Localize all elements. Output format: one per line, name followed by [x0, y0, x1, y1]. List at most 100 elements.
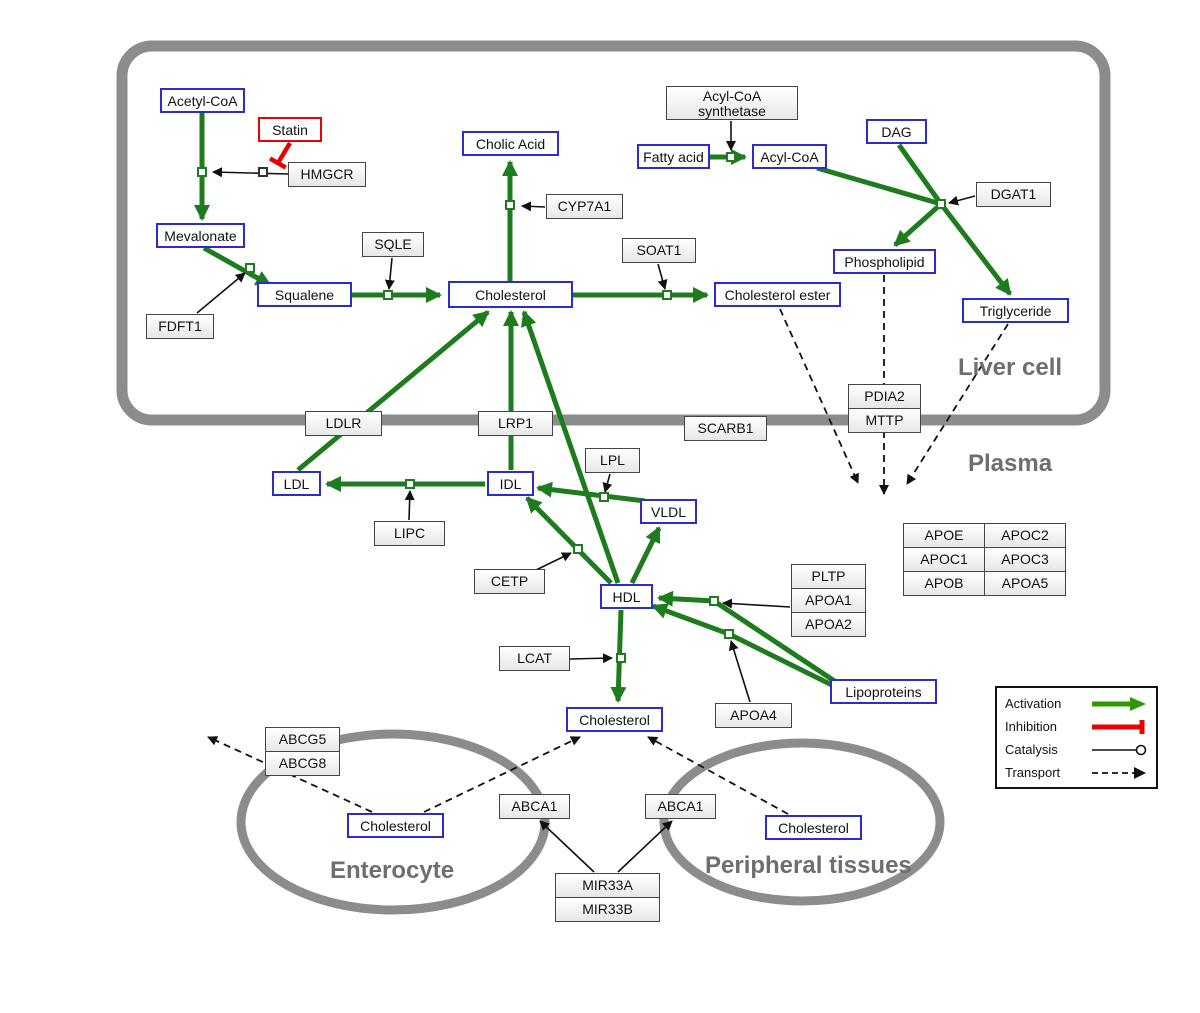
- node-abcg8[interactable]: ABCG8: [265, 751, 340, 776]
- legend-row-activation: Activation: [1005, 692, 1148, 715]
- catalysis-cetp: [533, 552, 572, 572]
- catalysis-apoa4: [728, 640, 751, 703]
- edge-acylcoa-dgat1: [816, 165, 942, 207]
- peripheral-tissues-label: Peripheral tissues: [705, 852, 912, 879]
- transport-peripheral-cholesterol-to-hdl: [647, 736, 789, 815]
- catalysis-circle-icon: [1092, 744, 1147, 755]
- enterocyte-label: Enterocyte: [330, 857, 455, 884]
- edge-hdl-scarb1-cholesterol: [521, 310, 621, 584]
- liver-cell-label: Liver cell: [958, 354, 1063, 381]
- node-mttp[interactable]: MTTP: [848, 408, 921, 433]
- catalysis-apoa-group: [722, 598, 791, 609]
- compartment-membranes: [116, 40, 1111, 915]
- edge-vldl-idl: [536, 481, 646, 504]
- edge-dgat1-triglyceride: [939, 202, 1012, 296]
- node-abcg5[interactable]: ABCG5: [265, 727, 340, 752]
- node-lpl[interactable]: LPL: [585, 448, 640, 473]
- legend-catalysis-label: Catalysis: [1005, 742, 1058, 757]
- legend-transport-label: Transport: [1005, 765, 1061, 780]
- node-apoa4[interactable]: APOA4: [715, 703, 792, 728]
- catalysis-dgat1: [948, 195, 976, 206]
- catalysis-soat1: [657, 263, 668, 290]
- apo-cell[interactable]: APOB: [903, 571, 985, 596]
- node-hdl[interactable]: HDL: [600, 584, 653, 609]
- node-pdia2[interactable]: PDIA2: [848, 384, 921, 409]
- node-acetyl-coa[interactable]: Acetyl-CoA: [160, 88, 245, 113]
- catalysis-lpl: [602, 473, 613, 493]
- plasma-label: Plasma: [968, 450, 1053, 477]
- node-triglyceride[interactable]: Triglyceride: [962, 298, 1069, 323]
- node-sqle[interactable]: SQLE: [362, 232, 424, 257]
- legend-row-inhibition: Inhibition: [1005, 715, 1148, 738]
- node-squalene[interactable]: Squalene: [257, 282, 352, 307]
- transport-enterocyte-cholesterol-to-hdl: [423, 736, 581, 813]
- node-cholesterol-liver[interactable]: Cholesterol: [448, 281, 573, 308]
- node-abca1-right[interactable]: ABCA1: [645, 794, 716, 819]
- node-cetp[interactable]: CETP: [474, 569, 545, 594]
- node-fatty-acid[interactable]: Fatty acid: [637, 144, 710, 169]
- node-phospholipid[interactable]: Phospholipid: [833, 249, 936, 274]
- node-mir33b[interactable]: MIR33B: [555, 897, 660, 922]
- node-dgat1[interactable]: DGAT1: [976, 182, 1051, 207]
- node-cholesterol-enterocyte[interactable]: Cholesterol: [347, 813, 444, 838]
- node-abca1-left[interactable]: ABCA1: [499, 794, 570, 819]
- node-ldl[interactable]: LDL: [272, 471, 321, 496]
- node-lipoproteins[interactable]: Lipoproteins: [830, 679, 937, 704]
- node-apoa2[interactable]: APOA2: [791, 612, 866, 637]
- apo-cell[interactable]: APOA5: [984, 571, 1066, 596]
- catalysis-sqle: [384, 257, 395, 290]
- node-apoa1[interactable]: APOA1: [791, 588, 866, 613]
- apo-cell[interactable]: APOC3: [984, 547, 1066, 572]
- node-lrp1[interactable]: LRP1: [478, 411, 553, 436]
- inhibition-edge-statin-hmgcr: [268, 141, 292, 170]
- reaction-nodes: [197, 152, 946, 663]
- node-cholesterol-ester[interactable]: Cholesterol ester: [714, 282, 841, 307]
- transport-triglyceride-to-plasma: [906, 323, 1009, 485]
- node-soat1[interactable]: SOAT1: [622, 238, 696, 263]
- legend-row-catalysis: Catalysis: [1005, 738, 1148, 761]
- node-mir33a[interactable]: MIR33A: [555, 873, 660, 898]
- catalysis-lcat: [569, 653, 613, 664]
- catalysis-fdft1: [196, 272, 246, 314]
- node-cholic-acid[interactable]: Cholic Acid: [462, 131, 559, 156]
- edge-mir33-abca1-left: [539, 820, 595, 873]
- node-cholesterol-peripheral[interactable]: Cholesterol: [765, 815, 862, 840]
- transport-dashed-arrow-icon: [1092, 766, 1146, 779]
- catalysis-edges: [196, 121, 976, 873]
- node-hmgcr[interactable]: HMGCR: [288, 162, 366, 187]
- apo-cell[interactable]: APOC1: [903, 547, 985, 572]
- node-idl[interactable]: IDL: [487, 471, 534, 496]
- catalysis-lipc: [404, 490, 415, 521]
- node-mevalonate[interactable]: Mevalonate: [156, 223, 245, 248]
- edge-mevalonate-squalene: [202, 245, 272, 288]
- edge-dgat1-phospholipid: [893, 202, 943, 247]
- inhibition-tbar-icon: [1092, 719, 1145, 734]
- node-cholesterol-plasma[interactable]: Cholesterol: [566, 707, 663, 732]
- node-statin[interactable]: Statin: [258, 117, 322, 142]
- node-vldl[interactable]: VLDL: [640, 499, 697, 524]
- liver-cell-membrane: [116, 40, 1111, 426]
- node-dag[interactable]: DAG: [866, 119, 927, 144]
- node-cyp7a1[interactable]: CYP7A1: [546, 194, 623, 219]
- legend-activation-label: Activation: [1005, 696, 1062, 711]
- edge-hdl-idl-cetp: [525, 496, 613, 585]
- legend: Activation Inhibition Catalysis Transpor…: [995, 686, 1158, 789]
- node-acyl-coa-synthetase[interactable]: Acyl-CoA synthetase: [666, 86, 798, 120]
- node-pltp[interactable]: PLTP: [791, 564, 866, 589]
- node-lipc[interactable]: LIPC: [374, 521, 445, 546]
- apo-cell[interactable]: APOC2: [984, 523, 1066, 548]
- transport-cholesterol-ester-to-plasma: [779, 308, 859, 484]
- legend-inhibition-label: Inhibition: [1005, 719, 1058, 734]
- node-acyl-coa[interactable]: Acyl-CoA: [752, 144, 827, 169]
- node-scarb1[interactable]: SCARB1: [684, 416, 767, 441]
- apo-cell[interactable]: APOE: [903, 523, 985, 548]
- legend-row-transport: Transport: [1005, 761, 1148, 784]
- edge-mir33-abca1-right: [617, 820, 673, 873]
- node-ldlr[interactable]: LDLR: [305, 411, 382, 436]
- edge-ldl-ldlr-cholesterol: [296, 310, 490, 472]
- node-lcat[interactable]: LCAT: [499, 646, 570, 671]
- catalysis-connector-square: [258, 167, 268, 177]
- node-fdft1[interactable]: FDFT1: [146, 314, 214, 339]
